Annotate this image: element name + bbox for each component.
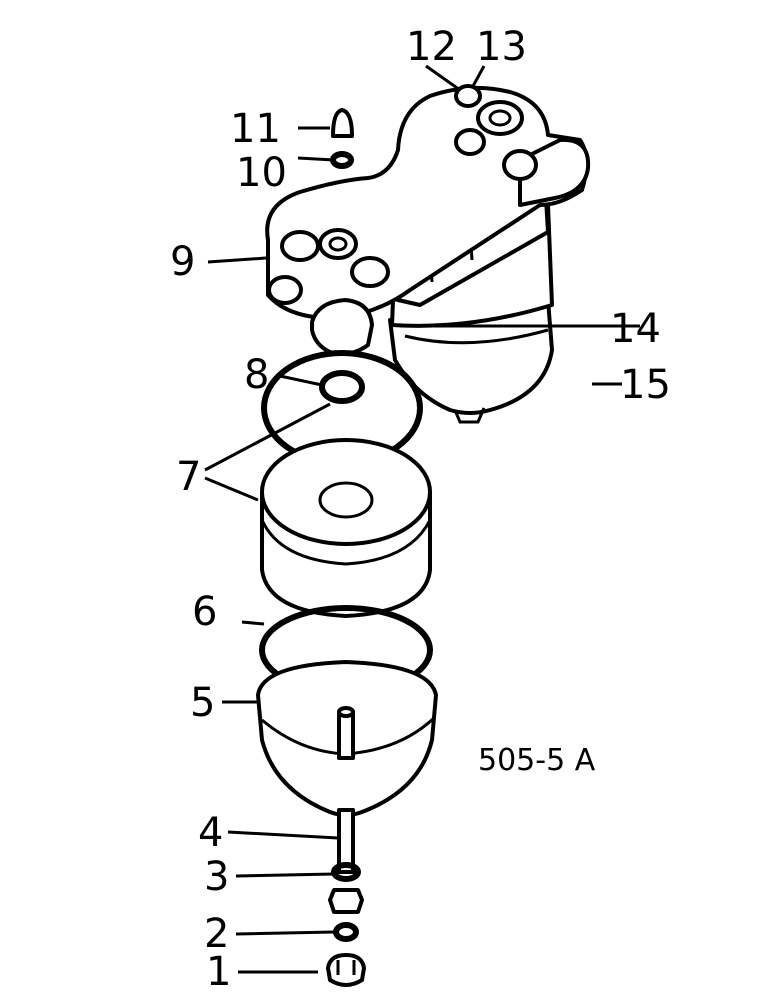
callout-6: 6 [192,589,217,635]
bleed-plug [331,108,354,138]
vent-plug [454,84,482,108]
filter-head-casting [265,85,589,321]
drain-plug [326,953,366,987]
centre-bolt-nut [328,888,364,914]
callout-4: 4 [198,810,223,856]
bleed-washer [330,151,354,169]
center-spigot [310,298,374,356]
drain-stack [326,808,366,987]
callout-15: 15 [620,362,671,408]
callout-12: 12 [406,24,457,70]
callout-9: 9 [170,239,195,285]
drain-seal [333,922,359,942]
callout-11: 11 [230,106,281,152]
callout-5: 5 [190,680,215,726]
callout-3: 3 [204,854,229,900]
callout-10: 10 [236,150,287,196]
filter-head-assembly [265,84,591,424]
callout-13: 13 [476,24,527,70]
leader-lines [204,64,640,974]
callout-8: 8 [244,352,269,398]
callout-labels: 1 2 3 4 5 6 7 8 9 10 11 12 13 14 15 [170,24,671,995]
callout-7: 7 [176,454,201,500]
filter-element [260,438,432,618]
plug-and-washer [330,108,354,169]
callout-14: 14 [610,306,661,352]
centre-bolt-washer [331,862,361,882]
small-sealing-ring [319,370,365,404]
centre-bolt [337,808,355,874]
filter-bowl [256,660,438,817]
callout-1: 1 [206,949,231,995]
callout-2: 2 [204,911,229,957]
drawing-code: 505-5 A [478,743,596,778]
